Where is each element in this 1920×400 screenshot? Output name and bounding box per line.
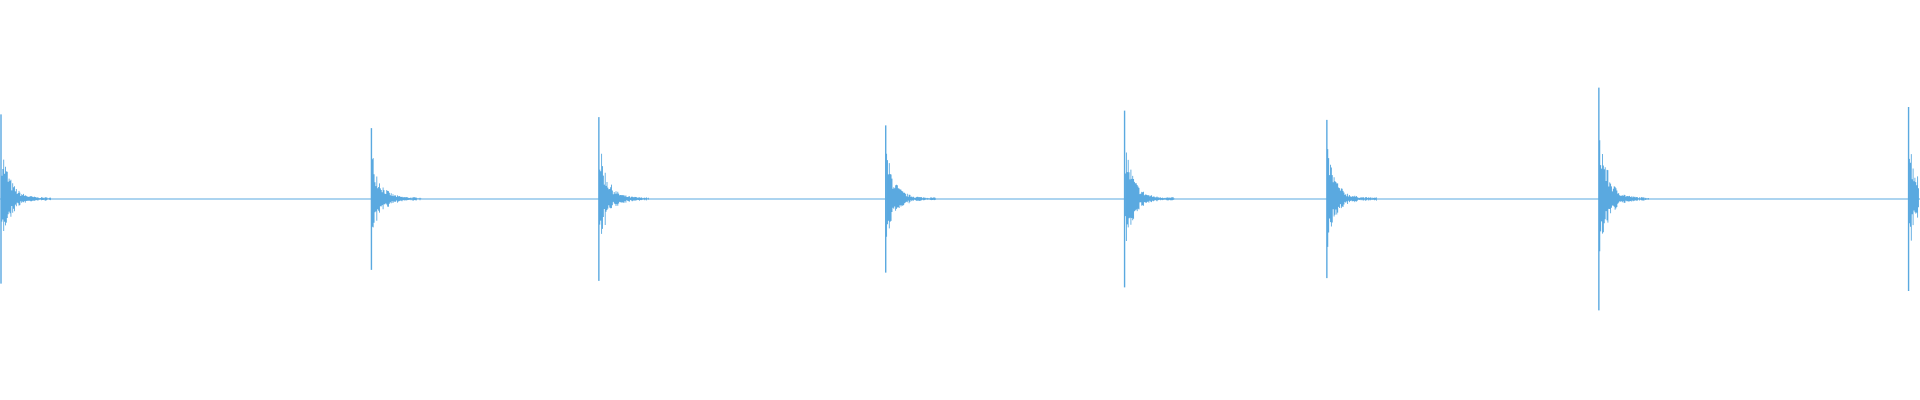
waveform-transient [1123,110,1175,288]
waveform-transient [370,128,422,270]
waveform-transient [1326,119,1377,279]
waveform-transient [0,114,51,284]
waveform-transient [1598,87,1649,311]
waveform-transient [1907,107,1919,291]
waveform-transient [598,117,649,281]
waveform-transient [885,125,936,273]
